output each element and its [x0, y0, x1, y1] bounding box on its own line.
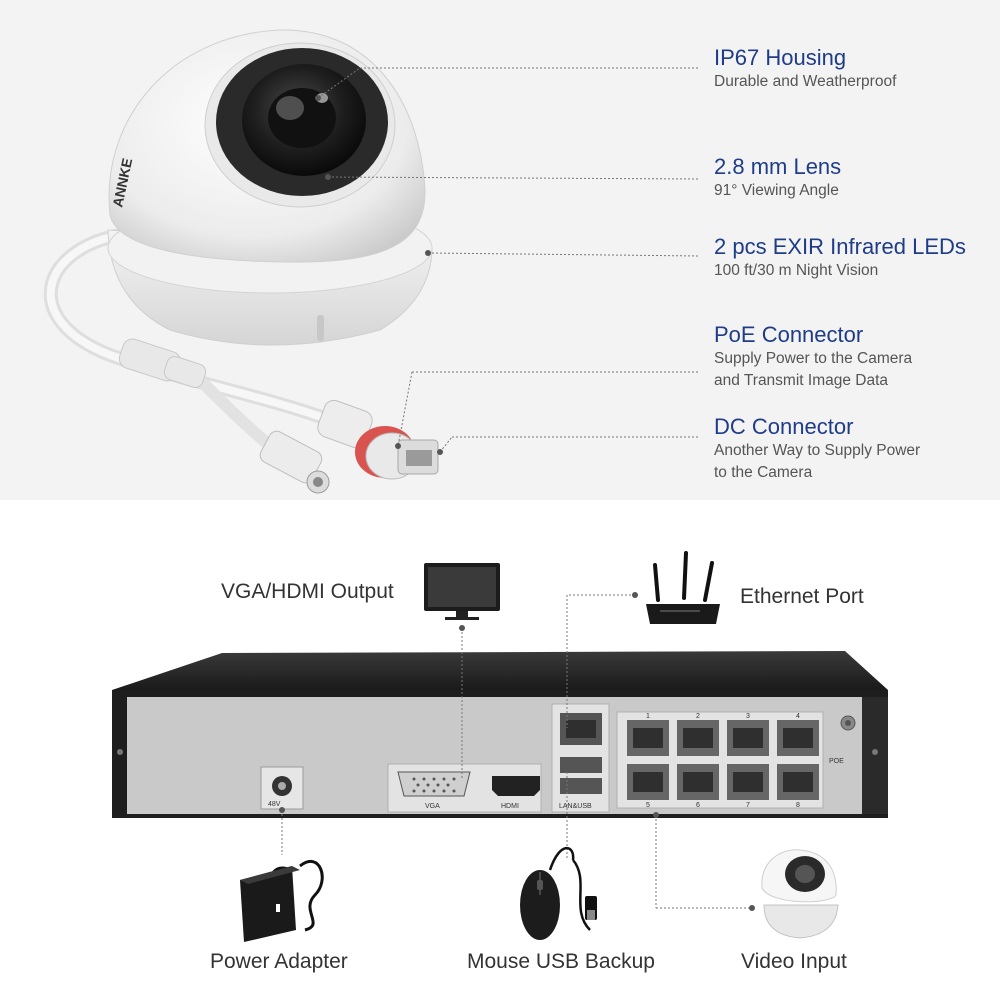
power-adapter-icon — [240, 859, 324, 942]
callout-dots — [315, 95, 443, 455]
dome-camera-icon — [761, 849, 839, 939]
feature-desc: 100 ft/30 m Night Vision — [714, 262, 879, 279]
mouse-usb-label: Mouse USB Backup — [467, 950, 655, 973]
ethernet-port-label: Ethernet Port — [740, 585, 864, 608]
poe-port-number: 2 — [696, 713, 700, 720]
feature-poe-connector: PoE Connector Supply Power to the Camera… — [714, 322, 912, 392]
vga-hdmi-label: VGA/HDMI Output — [221, 580, 394, 603]
feature-title: PoE Connector — [714, 322, 864, 347]
feature-desc: Another Way to Supply Power — [714, 442, 921, 459]
feature-ip67: IP67 Housing Durable and Weatherproof — [714, 45, 896, 93]
camera-cable — [43, 228, 337, 471]
poe-connector — [317, 399, 439, 480]
nvr-callouts — [281, 594, 752, 909]
poe-port-number: 1 — [646, 713, 650, 720]
poe-port-number: 3 — [746, 713, 750, 720]
feature-ir-leds: 2 pcs EXIR Infrared LEDs 100 ft/30 m Nig… — [714, 234, 966, 282]
lan-usb-panel: LAN&USB — [551, 703, 610, 813]
feature-title: 2 pcs EXIR Infrared LEDs — [714, 234, 966, 259]
video-output-panel: VGA HDMI — [387, 763, 542, 813]
lan-usb-port-label: LAN&USB — [559, 803, 592, 810]
power-adapter-label: Power Adapter — [210, 950, 348, 973]
vga-port-label: VGA — [425, 803, 440, 810]
poe-port-number: 7 — [746, 802, 750, 809]
poe-port-panel: 1 2 3 4 5 6 7 8 POE — [616, 711, 856, 809]
router-icon — [646, 551, 720, 624]
camera-dome: ANNKE — [108, 29, 426, 263]
mouse-icon — [520, 846, 597, 940]
feature-desc: Supply Power to the Camera — [714, 350, 913, 367]
nvr-callout-dots — [279, 592, 755, 911]
monitor-icon — [424, 563, 500, 620]
feature-desc: Durable and Weatherproof — [714, 73, 897, 90]
feature-desc: 91° Viewing Angle — [714, 182, 839, 199]
poe-port-number: 8 — [796, 802, 800, 809]
power-jack: 48V — [260, 766, 304, 810]
poe-label: POE — [829, 758, 844, 765]
poe-port-number: 4 — [796, 713, 800, 720]
power-port-label: 48V — [268, 801, 281, 808]
dc-connector — [259, 430, 330, 494]
camera-callouts — [317, 67, 701, 453]
feature-dc-connector: DC Connector Another Way to Supply Power… — [714, 414, 920, 484]
feature-title: 2.8 mm Lens — [714, 154, 842, 179]
feature-desc: to the Camera — [714, 464, 813, 481]
feature-title: IP67 Housing — [714, 45, 847, 70]
poe-port-number: 6 — [696, 802, 700, 809]
video-input-label: Video Input — [741, 950, 847, 973]
feature-lens: 2.8 mm Lens 91° Viewing Angle — [714, 154, 841, 202]
hdmi-port-label: HDMI — [501, 803, 519, 810]
poe-port-number: 5 — [646, 802, 650, 809]
feature-desc: and Transmit Image Data — [714, 372, 889, 389]
feature-title: DC Connector — [714, 414, 854, 439]
